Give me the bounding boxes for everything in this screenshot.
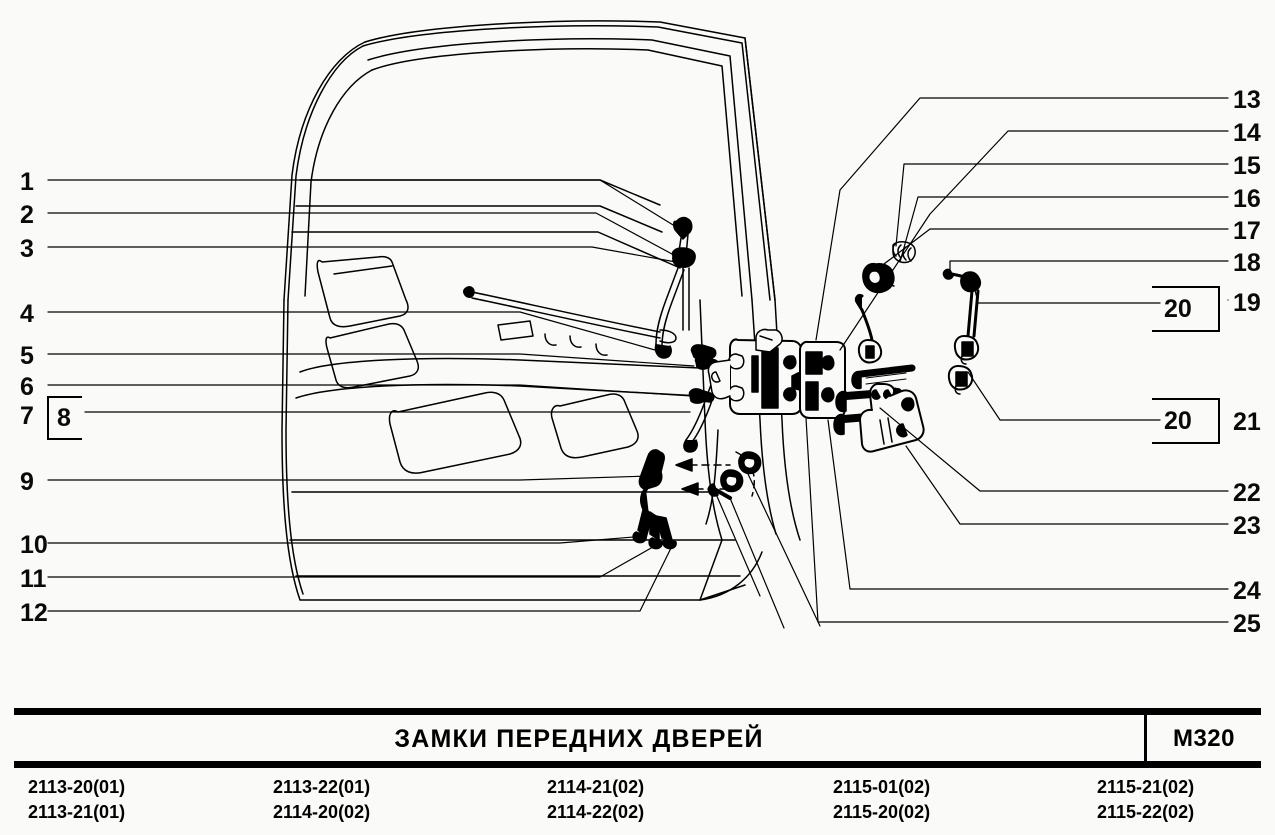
callout-4[interactable]: 4 bbox=[20, 300, 34, 328]
door-latch-edge bbox=[699, 37, 801, 601]
callout-21[interactable]: 21 bbox=[1233, 408, 1261, 436]
callout-11[interactable]: 11 bbox=[20, 565, 47, 593]
callout-23[interactable]: 23 bbox=[1233, 512, 1261, 540]
callout-24[interactable]: 24 bbox=[1233, 577, 1261, 605]
callout-bracket-8: 8 bbox=[47, 396, 82, 440]
part-rod-clip-b bbox=[688, 388, 715, 404]
diagram-svg bbox=[47, 20, 1229, 629]
page-title: ЗАМКИ ПЕРЕДНИХ ДВЕРЕЙ bbox=[394, 724, 764, 753]
part-number-column: 2115-21(02) 2115-22(02) bbox=[1097, 775, 1194, 825]
callout-bracket-20-lower: 20 bbox=[1152, 398, 1220, 444]
part-handle-bushings bbox=[707, 451, 762, 500]
callout-2[interactable]: 2 bbox=[20, 201, 34, 229]
callout-20-lower[interactable]: 20 bbox=[1164, 407, 1192, 435]
part-number: 2114-20(02) bbox=[273, 802, 371, 822]
callout-6[interactable]: 6 bbox=[20, 373, 34, 401]
door-shell-outline bbox=[283, 20, 776, 301]
callout-5[interactable]: 5 bbox=[20, 342, 34, 370]
callout-20-upper[interactable]: 20 bbox=[1164, 295, 1192, 323]
callout-19[interactable]: 19 bbox=[1233, 289, 1261, 317]
part-number: 2113-22(01) bbox=[273, 777, 371, 797]
leader-lines-left bbox=[47, 179, 695, 612]
callout-9[interactable]: 9 bbox=[20, 468, 34, 496]
callout-18[interactable]: 18 bbox=[1233, 249, 1261, 277]
part-inner-connecting-rod bbox=[654, 267, 685, 359]
part-door-lock-body bbox=[707, 328, 803, 415]
part-number: 2113-20(01) bbox=[28, 777, 126, 797]
part-lower-connecting-rod bbox=[683, 381, 719, 453]
part-number-column: 2113-22(01) 2114-20(02) bbox=[273, 775, 370, 825]
part-number: 2115-01(02) bbox=[833, 777, 931, 797]
exploded-diagram bbox=[47, 20, 1229, 629]
page-code: M320 bbox=[1172, 725, 1236, 752]
part-number-column: 2113-20(01) 2113-21(01) bbox=[28, 775, 125, 825]
part-number-column: 2114-21(02) 2114-22(02) bbox=[547, 775, 644, 825]
door-body-outline bbox=[281, 179, 746, 601]
part-lock-lever-left bbox=[854, 294, 883, 364]
leader-lines-right bbox=[805, 97, 1229, 623]
callout-10[interactable]: 10 bbox=[20, 531, 48, 559]
part-long-actuator-rod bbox=[463, 286, 677, 344]
part-number: 2113-21(01) bbox=[28, 802, 126, 822]
part-number-list: 2113-20(01) 2113-21(01) 2113-22(01) 2114… bbox=[0, 775, 1275, 835]
callout-7[interactable]: 7 bbox=[20, 402, 34, 430]
callout-14[interactable]: 14 bbox=[1233, 119, 1261, 147]
part-exterior-handle-rod bbox=[942, 268, 982, 365]
part-rod-clip-right bbox=[947, 365, 974, 395]
part-number: 2115-22(02) bbox=[1097, 802, 1195, 822]
part-number-column: 2115-01(02) 2115-20(02) bbox=[833, 775, 930, 825]
part-lock-cylinder bbox=[862, 262, 895, 294]
callout-16[interactable]: 16 bbox=[1233, 185, 1261, 213]
part-number: 2115-20(02) bbox=[833, 802, 931, 822]
part-number: 2114-21(02) bbox=[547, 777, 645, 797]
leader-lines-lower bbox=[715, 473, 821, 629]
callout-1[interactable]: 1 bbox=[20, 168, 34, 196]
callout-12[interactable]: 12 bbox=[20, 599, 48, 627]
door-panel-cutouts bbox=[316, 255, 639, 474]
callout-17[interactable]: 17 bbox=[1233, 217, 1261, 245]
callout-8[interactable]: 8 bbox=[57, 404, 71, 432]
callout-3[interactable]: 3 bbox=[20, 235, 34, 263]
callout-15[interactable]: 15 bbox=[1233, 152, 1261, 180]
callout-13[interactable]: 13 bbox=[1233, 86, 1261, 114]
callout-22[interactable]: 22 bbox=[1233, 479, 1261, 507]
title-rule-bottom bbox=[14, 761, 1261, 768]
part-harness-fork bbox=[632, 505, 677, 550]
title-divider bbox=[1144, 712, 1147, 764]
title-block: ЗАМКИ ПЕРЕДНИХ ДВЕРЕЙ M320 bbox=[0, 700, 1275, 835]
title-rule-top bbox=[14, 708, 1261, 715]
part-number: 2115-21(02) bbox=[1097, 777, 1195, 797]
part-lock-actuator-plate bbox=[791, 340, 846, 419]
part-striker-bracket bbox=[859, 382, 925, 453]
part-number: 2114-22(02) bbox=[547, 802, 645, 822]
callout-bracket-20-upper: 20 bbox=[1152, 286, 1220, 332]
part-cylinder-spring bbox=[892, 241, 916, 264]
callout-25[interactable]: 25 bbox=[1233, 610, 1261, 638]
